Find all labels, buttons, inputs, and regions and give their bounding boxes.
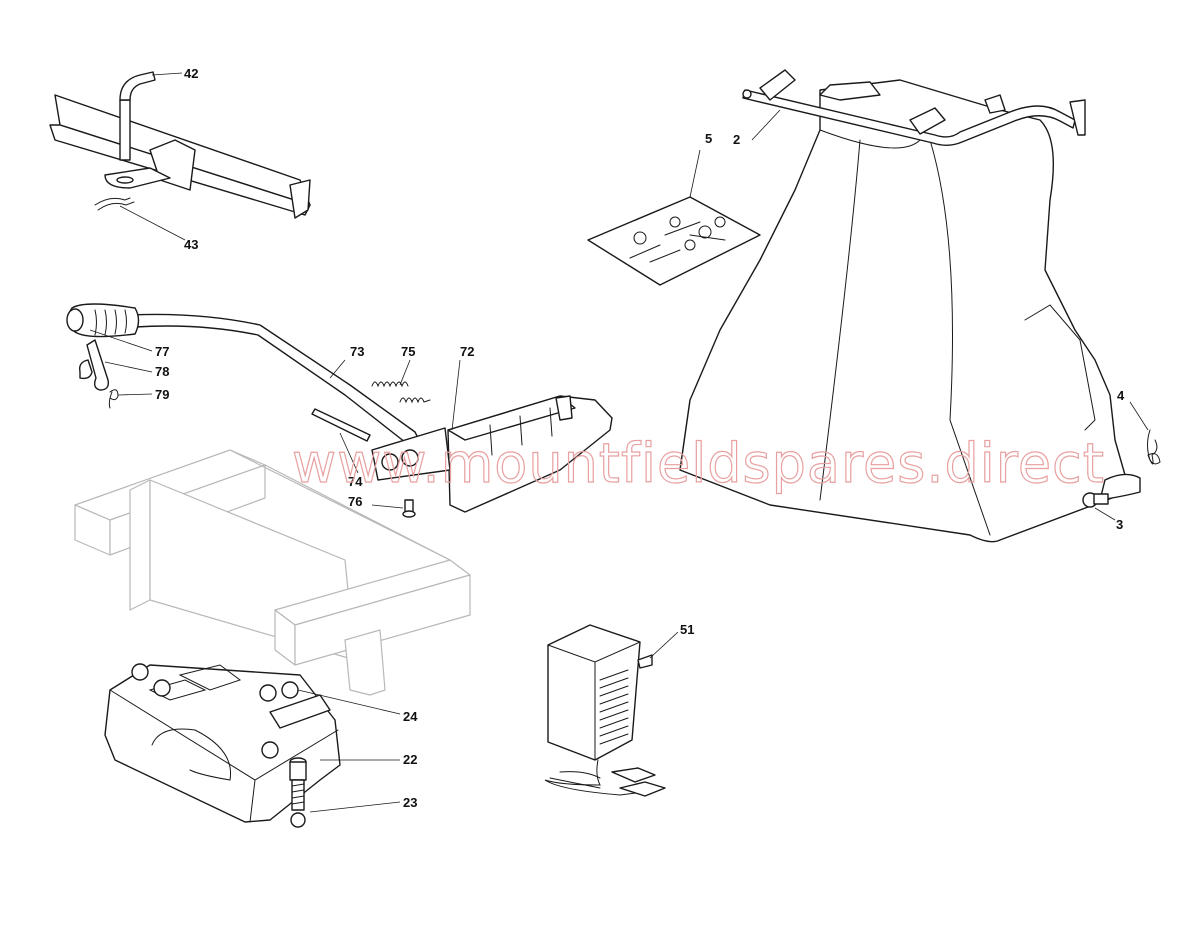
callout-72: 72 [460,344,474,359]
callout-3: 3 [1116,517,1123,532]
collector-frame-handle [742,69,1141,501]
callout-42: 42 [184,66,198,81]
drawbar-bracket [49,71,311,219]
watermark-text: www.mountfieldspares.direct [292,432,1105,495]
collector-pin [1082,492,1109,508]
callout-74: 74 [348,474,363,489]
callout-5: 5 [705,131,712,146]
callout-78: 78 [155,364,169,379]
callout-79: 79 [155,387,169,402]
callout-23: 23 [403,795,417,810]
battery-tray [104,663,341,823]
lever-catch [78,339,110,391]
lift-lever [66,303,421,447]
lever-screw [402,499,416,518]
callout-51: 51 [680,622,694,637]
fixings-bag [587,196,761,286]
lever-rod [311,408,371,442]
lever-springs [371,381,431,404]
lever-spring-clip [108,389,119,409]
battery-charger [544,624,666,797]
callout-77: 77 [155,344,169,359]
battery-bolt [289,757,307,828]
callout-73: 73 [350,344,364,359]
callout-4: 4 [1117,388,1125,403]
callout-22: 22 [403,752,417,767]
callout-2: 2 [733,132,740,147]
lever-quadrant [371,395,613,513]
chassis-frame-ghost [74,449,471,696]
callout-75: 75 [401,344,415,359]
callout-24: 24 [403,709,418,724]
grass-collector [679,79,1126,543]
callout-43: 43 [184,237,198,252]
callout-76: 76 [348,494,362,509]
r-clip [1147,429,1161,465]
